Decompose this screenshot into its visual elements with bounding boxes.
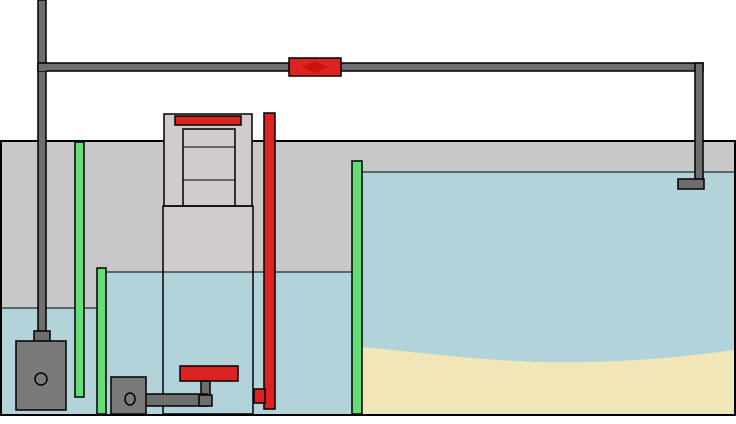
skimmer-body-air — [164, 207, 252, 272]
skimmer-outlet-foot — [253, 388, 266, 404]
skimmer-pump — [110, 376, 147, 415]
green-baffle — [74, 141, 85, 398]
skimmer-feed-connector — [198, 394, 213, 407]
tank-outline — [0, 140, 736, 416]
return-nozzle — [677, 178, 705, 190]
check-valve-arrow — [302, 61, 315, 73]
skimmer-feed-pipe — [143, 393, 208, 407]
sand-bed — [362, 347, 734, 414]
green-baffle — [351, 160, 363, 415]
return-line-right-vertical — [694, 62, 704, 182]
protein-skimmer — [162, 205, 254, 415]
skimmer-lid — [174, 115, 242, 126]
skimmer-pump-intake — [124, 392, 136, 406]
green-baffle — [96, 267, 107, 415]
skimmer-cup-inner — [182, 128, 236, 207]
check-valve-arrow-right — [315, 61, 328, 73]
pipe-elbow — [39, 64, 46, 71]
return-line-vertical — [37, 0, 47, 334]
return-pump — [15, 340, 67, 411]
return-line-horizontal — [37, 62, 704, 72]
skimmer-diffuser — [179, 365, 239, 382]
return-pump-intake — [34, 372, 48, 386]
skimmer-outlet — [263, 112, 276, 410]
